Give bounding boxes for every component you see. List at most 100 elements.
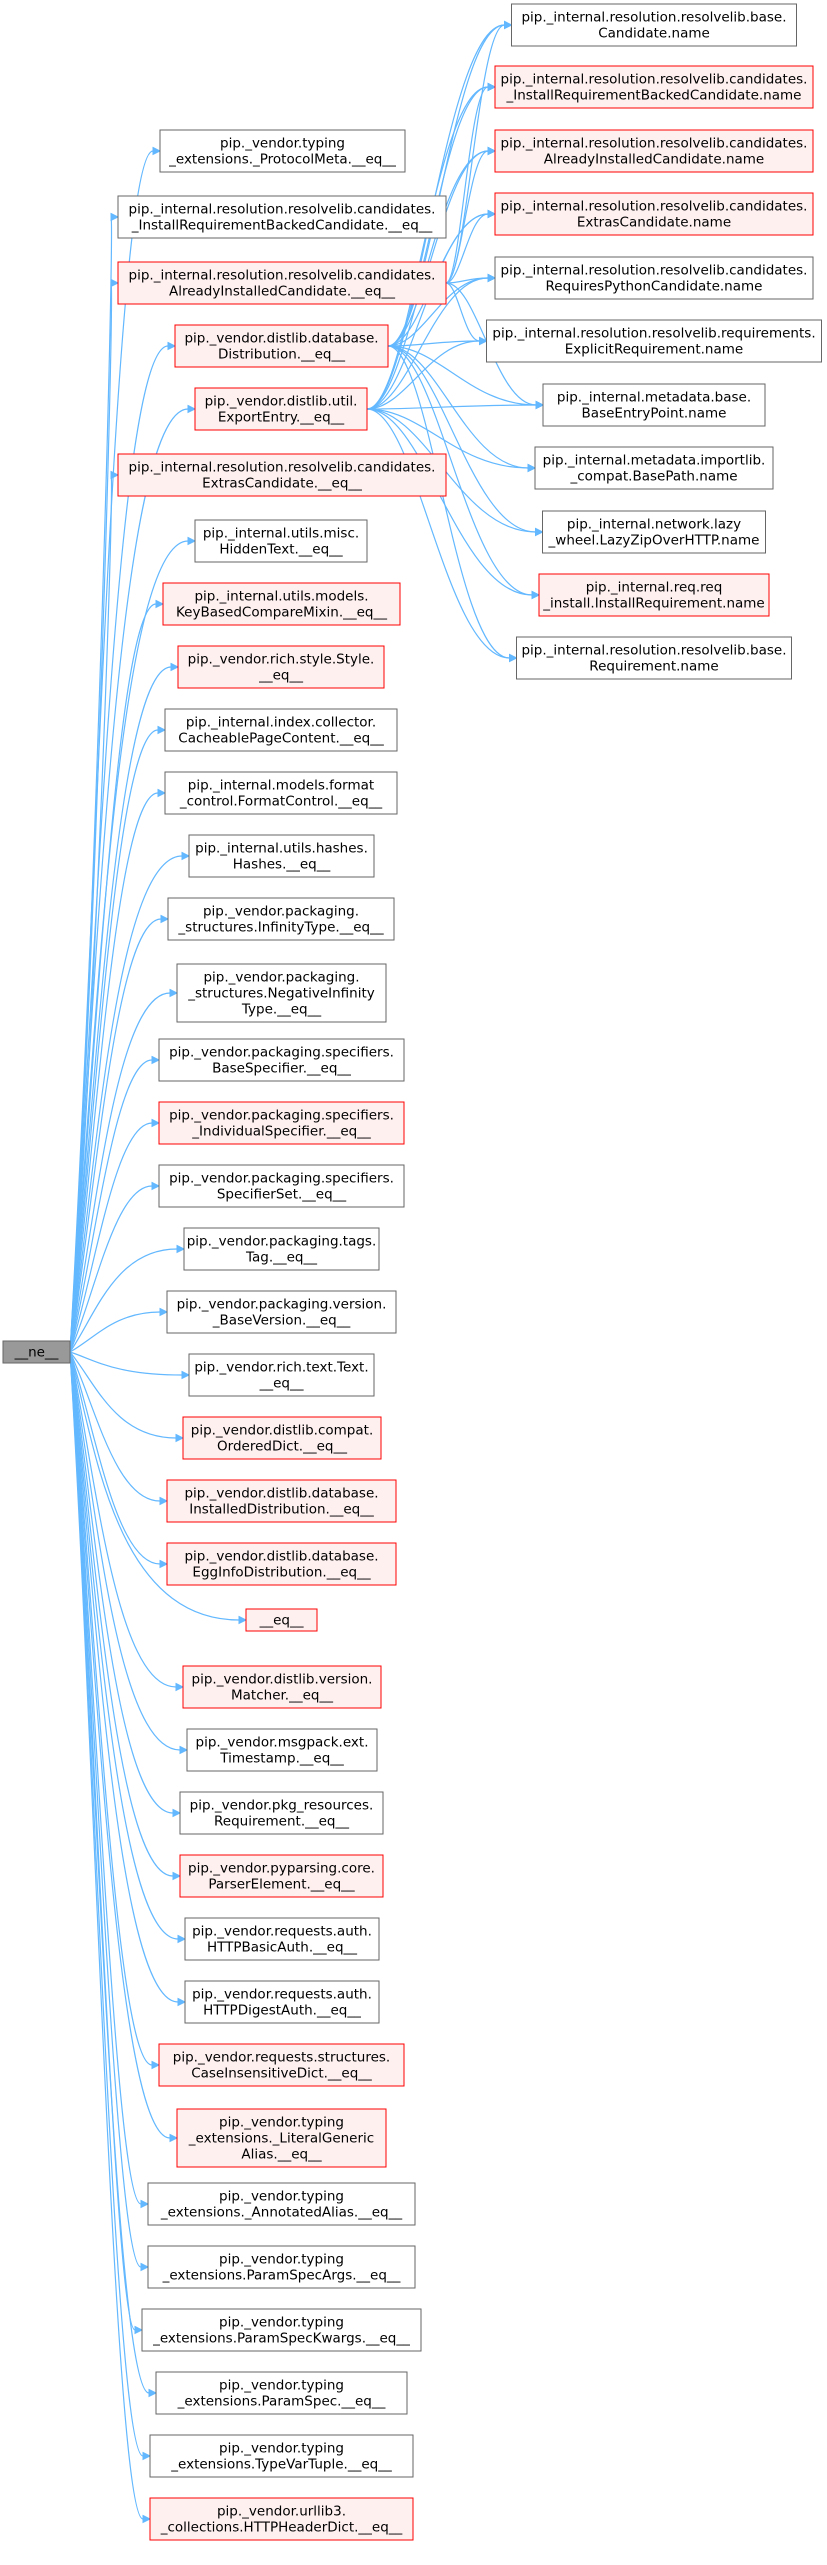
node-box[interactable] — [117, 261, 447, 305]
node-box[interactable] — [164, 708, 398, 752]
node-box[interactable] — [184, 1917, 380, 1961]
node-pip-internal-resolution-resolvelib-base-candidate-name[interactable]: pip._internal.resolution.resolvelib.base… — [511, 3, 797, 47]
node-pip-vendor-requests-structures-caseinsensitivedict-eq[interactable]: pip._vendor.requests.structures.CaseInse… — [158, 2043, 405, 2087]
node-pip-vendor-distlib-database-distribution-eq[interactable]: pip._vendor.distlib.database.Distributio… — [174, 324, 389, 368]
node-box[interactable] — [184, 1980, 380, 2024]
node-box[interactable] — [2, 1340, 71, 1364]
node-box[interactable] — [194, 387, 368, 431]
node-pip-internal-resolution-resolvelib-candidates-installrequirementbackedcandidate-name[interactable]: pip._internal.resolution.resolvelib.cand… — [494, 65, 814, 109]
node-pip-vendor-typing-extensions-literalgeneric-alias-eq[interactable]: pip._vendor.typing_extensions._LiteralGe… — [176, 2108, 387, 2168]
node-box[interactable] — [166, 1479, 397, 1523]
node-pip-vendor-msgpack-ext-timestamp-eq[interactable]: pip._vendor.msgpack.ext.Timestamp.__eq__ — [186, 1728, 378, 1772]
node-box[interactable] — [117, 453, 447, 497]
node-pip-internal-resolution-resolvelib-candidates-extrascandidate-eq[interactable]: pip._internal.resolution.resolvelib.cand… — [117, 453, 447, 497]
node-pip-vendor-typing-extensions-paramspeckwargs-eq[interactable]: pip._vendor.typing_extensions.ParamSpecK… — [141, 2308, 422, 2352]
node-box[interactable] — [182, 1416, 382, 1460]
node-pip-vendor-pyparsing-core-parserelement-eq[interactable]: pip._vendor.pyparsing.core.ParserElement… — [179, 1854, 384, 1898]
node-box[interactable] — [149, 2434, 414, 2478]
node-pip-internal-resolution-resolvelib-candidates-installrequirementbackedcandidate-eq[interactable]: pip._internal.resolution.resolvelib.cand… — [117, 195, 447, 239]
node-box[interactable] — [542, 383, 766, 427]
node-box[interactable] — [534, 446, 774, 490]
node-pip-internal-models-format-control-formatcontrol-eq[interactable]: pip._internal.models.format_control.Form… — [164, 771, 398, 815]
node-box[interactable] — [179, 1854, 384, 1898]
node-pip-vendor-requests-auth-httpdigestauth-eq[interactable]: pip._vendor.requests.auth.HTTPDigestAuth… — [184, 1980, 380, 2024]
node-pip-vendor-typing-extensions-paramspecargs-eq[interactable]: pip._vendor.typing_extensions.ParamSpecA… — [147, 2245, 416, 2289]
node-pip-vendor-packaging-specifiers-individualspecifier-eq[interactable]: pip._vendor.packaging.specifiers._Indivi… — [158, 1101, 405, 1145]
node-box[interactable] — [158, 1101, 405, 1145]
node-pip-vendor-urllib3-collections-httpheaderdict-eq[interactable]: pip._vendor.urllib3._collections.HTTPHea… — [149, 2497, 414, 2541]
node-box[interactable] — [158, 1164, 405, 1208]
node-box[interactable] — [179, 1791, 384, 1835]
node-box[interactable] — [177, 645, 385, 689]
node-box[interactable] — [158, 1038, 405, 1082]
node-box[interactable] — [176, 963, 387, 1023]
node-box[interactable] — [516, 636, 792, 680]
node-box[interactable] — [186, 1728, 378, 1772]
node-pip-vendor-packaging-specifiers-basespecifier-eq[interactable]: pip._vendor.packaging.specifiers.BaseSpe… — [158, 1038, 405, 1082]
node-pip-vendor-rich-text-text-eq[interactable]: pip._vendor.rich.text.Text.__eq__ — [188, 1353, 375, 1397]
node-box[interactable] — [494, 129, 814, 173]
node-pip-vendor-typing-extensions-paramspec-eq[interactable]: pip._vendor.typing_extensions.ParamSpec.… — [155, 2371, 408, 2415]
node-pip-vendor-packaging-specifiers-specifierset-eq[interactable]: pip._vendor.packaging.specifiers.Specifi… — [158, 1164, 405, 1208]
node-pip-vendor-distlib-compat-ordereddict-eq[interactable]: pip._vendor.distlib.compat.OrderedDict._… — [182, 1416, 382, 1460]
node-box[interactable] — [141, 2308, 422, 2352]
node-pip-internal-index-collector-cacheablepagecontent-eq[interactable]: pip._internal.index.collector.CacheableP… — [164, 708, 398, 752]
node-box[interactable] — [162, 582, 401, 626]
node-pip-vendor-packaging-version-baseversion-eq[interactable]: pip._vendor.packaging.version._BaseVersi… — [166, 1290, 397, 1334]
node-pip-vendor-typing-extensions-protocolmeta-eq[interactable]: pip._vendor.typing_extensions._ProtocolM… — [159, 129, 406, 173]
node-box[interactable] — [166, 1290, 397, 1334]
node-box[interactable] — [486, 319, 822, 363]
node-box[interactable] — [494, 192, 814, 236]
node-box[interactable] — [174, 324, 389, 368]
node-pip-internal-resolution-resolvelib-candidates-extrascandidate-name[interactable]: pip._internal.resolution.resolvelib.cand… — [494, 192, 814, 236]
node-pip-vendor-pkg-resources-requirement-eq[interactable]: pip._vendor.pkg_resources.Requirement.__… — [179, 1791, 384, 1835]
node-box[interactable] — [245, 1608, 318, 1632]
node-pip-internal-resolution-resolvelib-candidates-requirespythoncandidate-name[interactable]: pip._internal.resolution.resolvelib.cand… — [494, 256, 814, 300]
node-box[interactable] — [176, 2108, 387, 2168]
node-pip-vendor-rich-style-style-eq[interactable]: pip._vendor.rich.style.Style.__eq__ — [177, 645, 385, 689]
node-pip-vendor-distlib-util-exportentry-eq[interactable]: pip._vendor.distlib.util.ExportEntry.__e… — [194, 387, 368, 431]
node-box[interactable] — [149, 2497, 414, 2541]
node-pip-vendor-distlib-database-installeddistribution-eq[interactable]: pip._vendor.distlib.database.InstalledDi… — [166, 1479, 397, 1523]
node-box[interactable] — [511, 3, 797, 47]
node-pip-internal-network-lazy-wheel-lazyzipoverhttp-name[interactable]: pip._internal.network.lazy_wheel.LazyZip… — [542, 510, 766, 554]
node-pip-vendor-typing-extensions-typevartuple-eq[interactable]: pip._vendor.typing_extensions.TypeVarTup… — [149, 2434, 414, 2478]
node-pip-internal-metadata-importlib-compat-basepath-name[interactable]: pip._internal.metadata.importlib._compat… — [534, 446, 774, 490]
node-box[interactable] — [194, 519, 368, 563]
node-pip-internal-utils-hashes-hashes-eq[interactable]: pip._internal.utils.hashes.Hashes.__eq__ — [188, 834, 375, 878]
node-box[interactable] — [538, 573, 770, 617]
node-box[interactable] — [164, 771, 398, 815]
node-box[interactable] — [188, 1353, 375, 1397]
node-pip-internal-req-req-install-installrequirement-name[interactable]: pip._internal.req.req_install.InstallReq… — [538, 573, 770, 617]
node-box[interactable] — [159, 129, 406, 173]
node-box[interactable] — [494, 256, 814, 300]
node-pip-internal-resolution-resolvelib-base-requirement-name[interactable]: pip._internal.resolution.resolvelib.base… — [516, 636, 792, 680]
node-pip-internal-resolution-resolvelib-candidates-alreadyinstalledcandidate-eq[interactable]: pip._internal.resolution.resolvelib.cand… — [117, 261, 447, 305]
node-pip-internal-resolution-resolvelib-requirements-explicitrequirement-name[interactable]: pip._internal.resolution.resolvelib.requ… — [486, 319, 822, 363]
node-box[interactable] — [494, 65, 814, 109]
node-pip-vendor-packaging-structures-negativeinfinity-type-eq[interactable]: pip._vendor.packaging._structures.Negati… — [176, 963, 387, 1023]
node-pip-vendor-typing-extensions-annotatedalias-eq[interactable]: pip._vendor.typing_extensions._Annotated… — [147, 2182, 416, 2226]
node-box[interactable] — [182, 1665, 382, 1709]
node-box[interactable] — [183, 1227, 380, 1271]
node-pip-vendor-distlib-database-egginfodistribution-eq[interactable]: pip._vendor.distlib.database.EggInfoDist… — [166, 1542, 397, 1586]
node-box[interactable] — [158, 2043, 405, 2087]
node-box[interactable] — [167, 897, 395, 941]
node-box[interactable] — [147, 2182, 416, 2226]
node-pip-vendor-packaging-tags-tag-eq[interactable]: pip._vendor.packaging.tags.Tag.__eq__ — [183, 1227, 380, 1271]
node-pip-internal-utils-misc-hiddentext-eq[interactable]: pip._internal.utils.misc.HiddenText.__eq… — [194, 519, 368, 563]
node-box[interactable] — [188, 834, 375, 878]
node-eq[interactable]: __eq__ — [245, 1608, 318, 1632]
node-box[interactable] — [166, 1542, 397, 1586]
node-ne[interactable]: __ne__ — [2, 1340, 71, 1364]
node-pip-vendor-requests-auth-httpbasicauth-eq[interactable]: pip._vendor.requests.auth.HTTPBasicAuth.… — [184, 1917, 380, 1961]
node-pip-internal-metadata-base-baseentrypoint-name[interactable]: pip._internal.metadata.base.BaseEntryPoi… — [542, 383, 766, 427]
node-box[interactable] — [117, 195, 447, 239]
node-box[interactable] — [147, 2245, 416, 2289]
node-pip-vendor-packaging-structures-infinitytype-eq[interactable]: pip._vendor.packaging._structures.Infini… — [167, 897, 395, 941]
node-pip-vendor-distlib-version-matcher-eq[interactable]: pip._vendor.distlib.version.Matcher.__eq… — [182, 1665, 382, 1709]
node-box[interactable] — [155, 2371, 408, 2415]
node-box[interactable] — [542, 510, 766, 554]
node-pip-internal-utils-models-keybasedcomparemixin-eq[interactable]: pip._internal.utils.models.KeyBasedCompa… — [162, 582, 401, 626]
node-pip-internal-resolution-resolvelib-candidates-alreadyinstalledcandidate-name[interactable]: pip._internal.resolution.resolvelib.cand… — [494, 129, 814, 173]
